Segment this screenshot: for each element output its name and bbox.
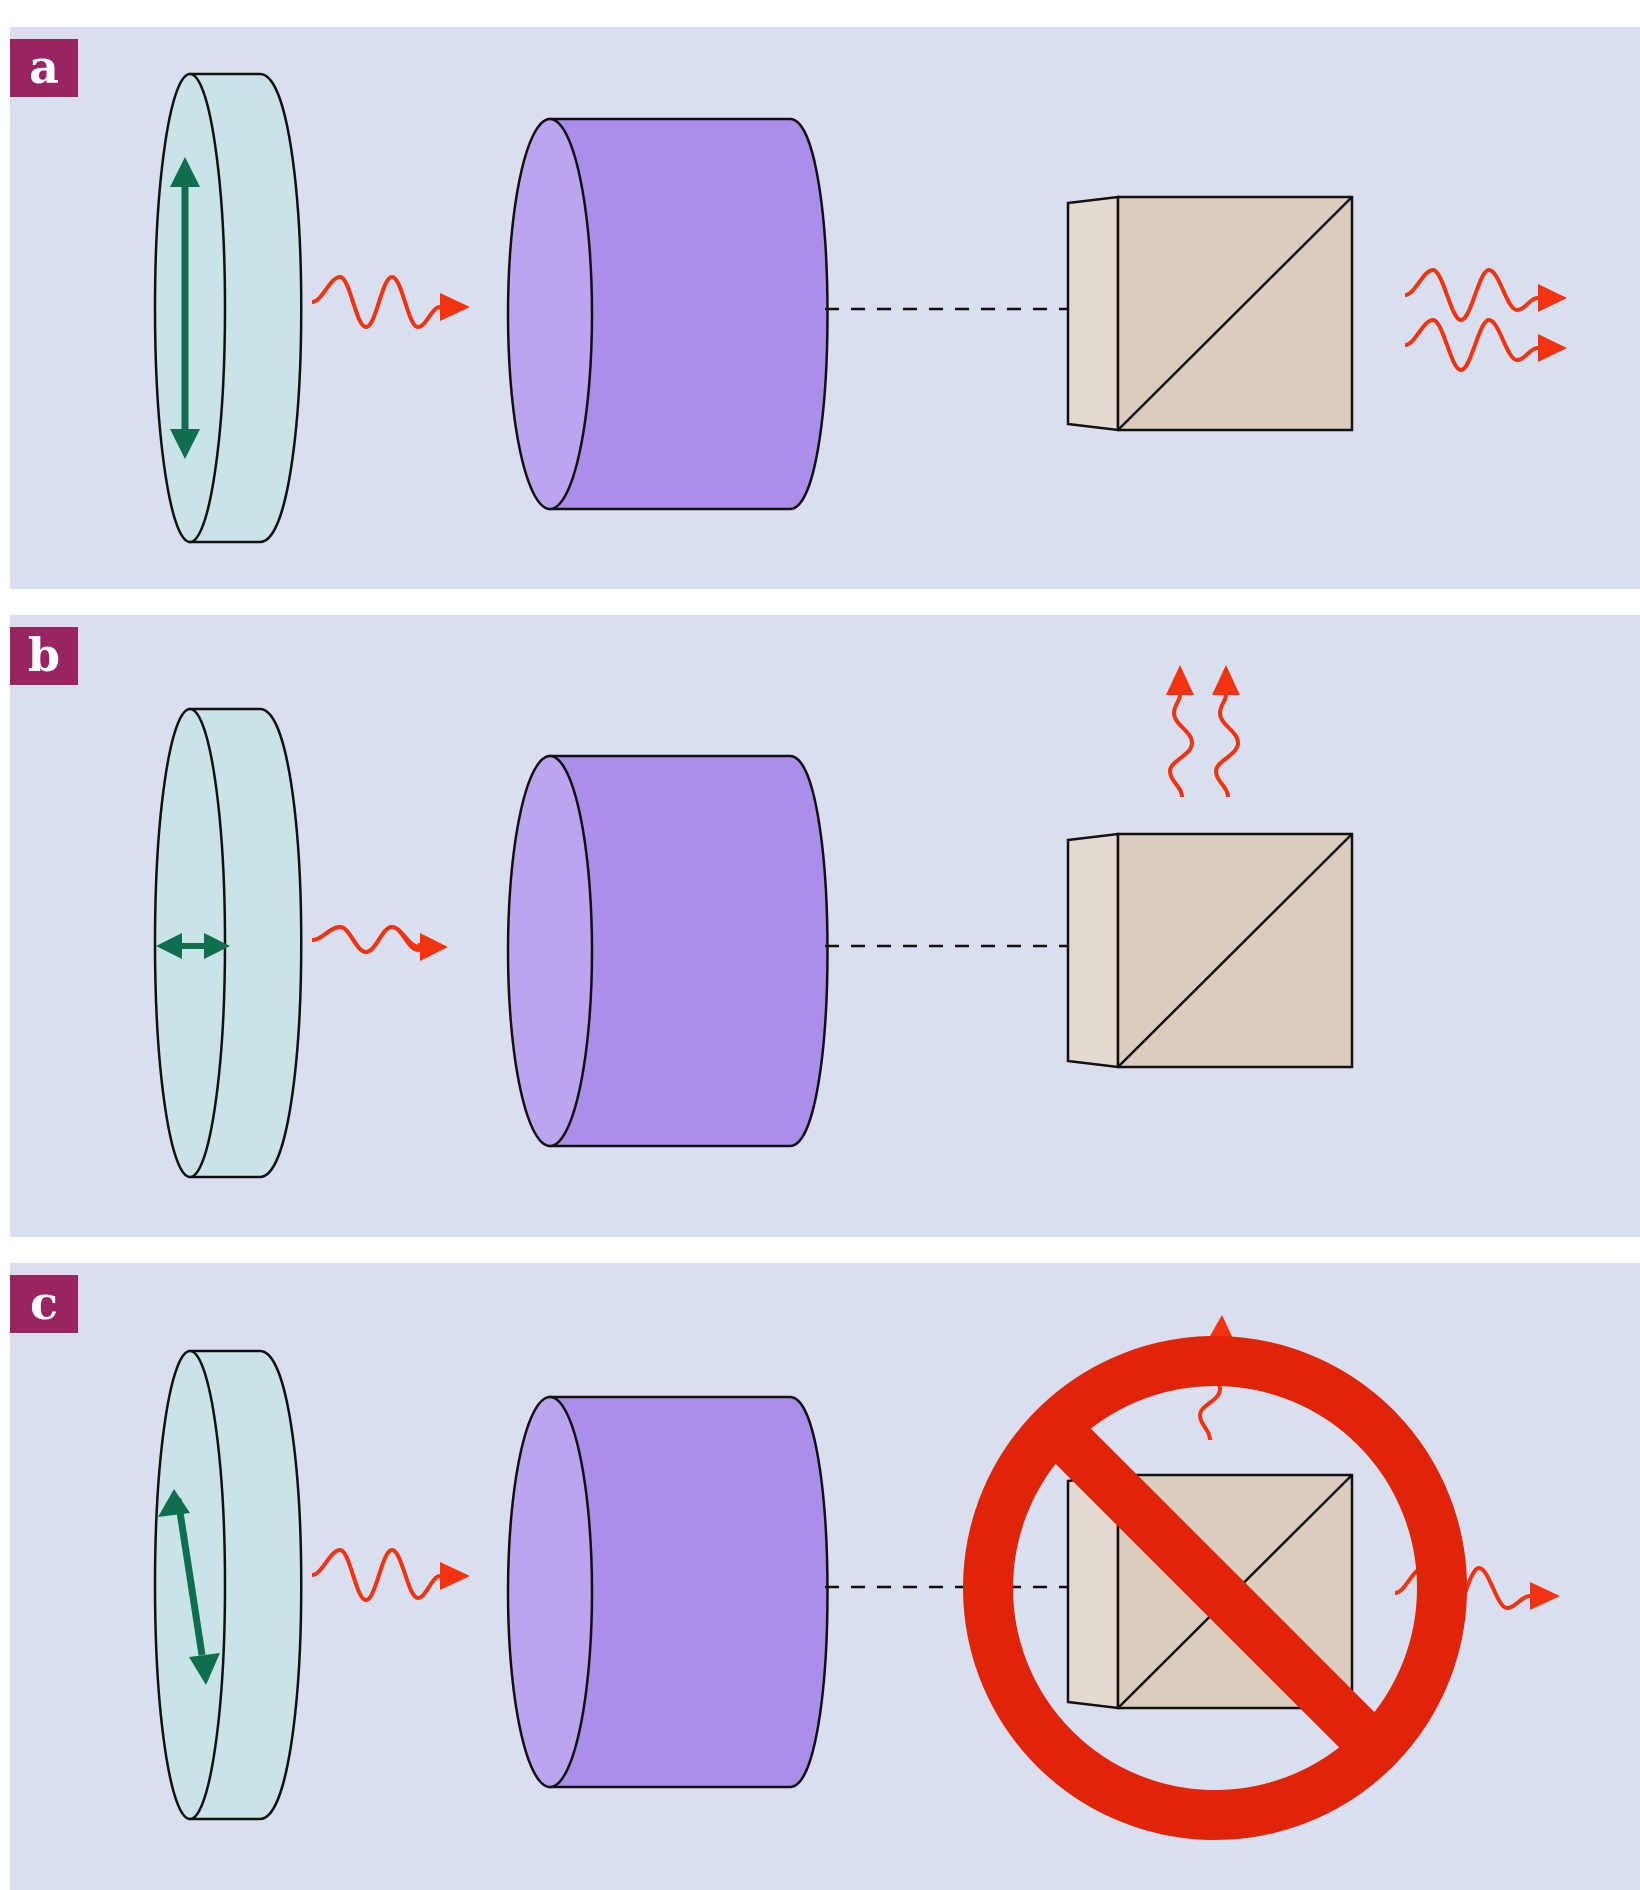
panel-c: c bbox=[10, 1263, 1640, 1890]
prohibition-icon bbox=[963, 1336, 1467, 1840]
panel-label-c: c bbox=[10, 1275, 78, 1333]
nonlinear-crystal bbox=[506, 1395, 829, 1789]
incoming-photon bbox=[311, 1547, 470, 1603]
diagram-c bbox=[153, 1315, 1560, 1840]
waveplate bbox=[153, 72, 303, 544]
diagram-b bbox=[153, 665, 1354, 1179]
beam-splitter bbox=[1066, 832, 1354, 1069]
polarization-arrow-vertical bbox=[170, 157, 200, 459]
panel-b: b bbox=[10, 615, 1640, 1237]
incoming-photon bbox=[311, 274, 470, 330]
waveplate bbox=[153, 1349, 303, 1821]
panel-label-a: a bbox=[10, 39, 78, 97]
nonlinear-crystal bbox=[506, 117, 829, 511]
transmitted-photon-pair bbox=[1404, 267, 1567, 373]
beam-splitter bbox=[1066, 195, 1354, 432]
nonlinear-crystal bbox=[506, 754, 829, 1148]
panel-a: a bbox=[10, 27, 1640, 589]
polarization-arrow-horizontal bbox=[156, 933, 230, 959]
polarization-arrow-tilted bbox=[158, 1489, 220, 1685]
panel-label-b: b bbox=[10, 627, 78, 685]
incoming-photon bbox=[311, 924, 448, 961]
reflected-photon-pair bbox=[1166, 665, 1241, 798]
diagram-a bbox=[153, 72, 1567, 544]
